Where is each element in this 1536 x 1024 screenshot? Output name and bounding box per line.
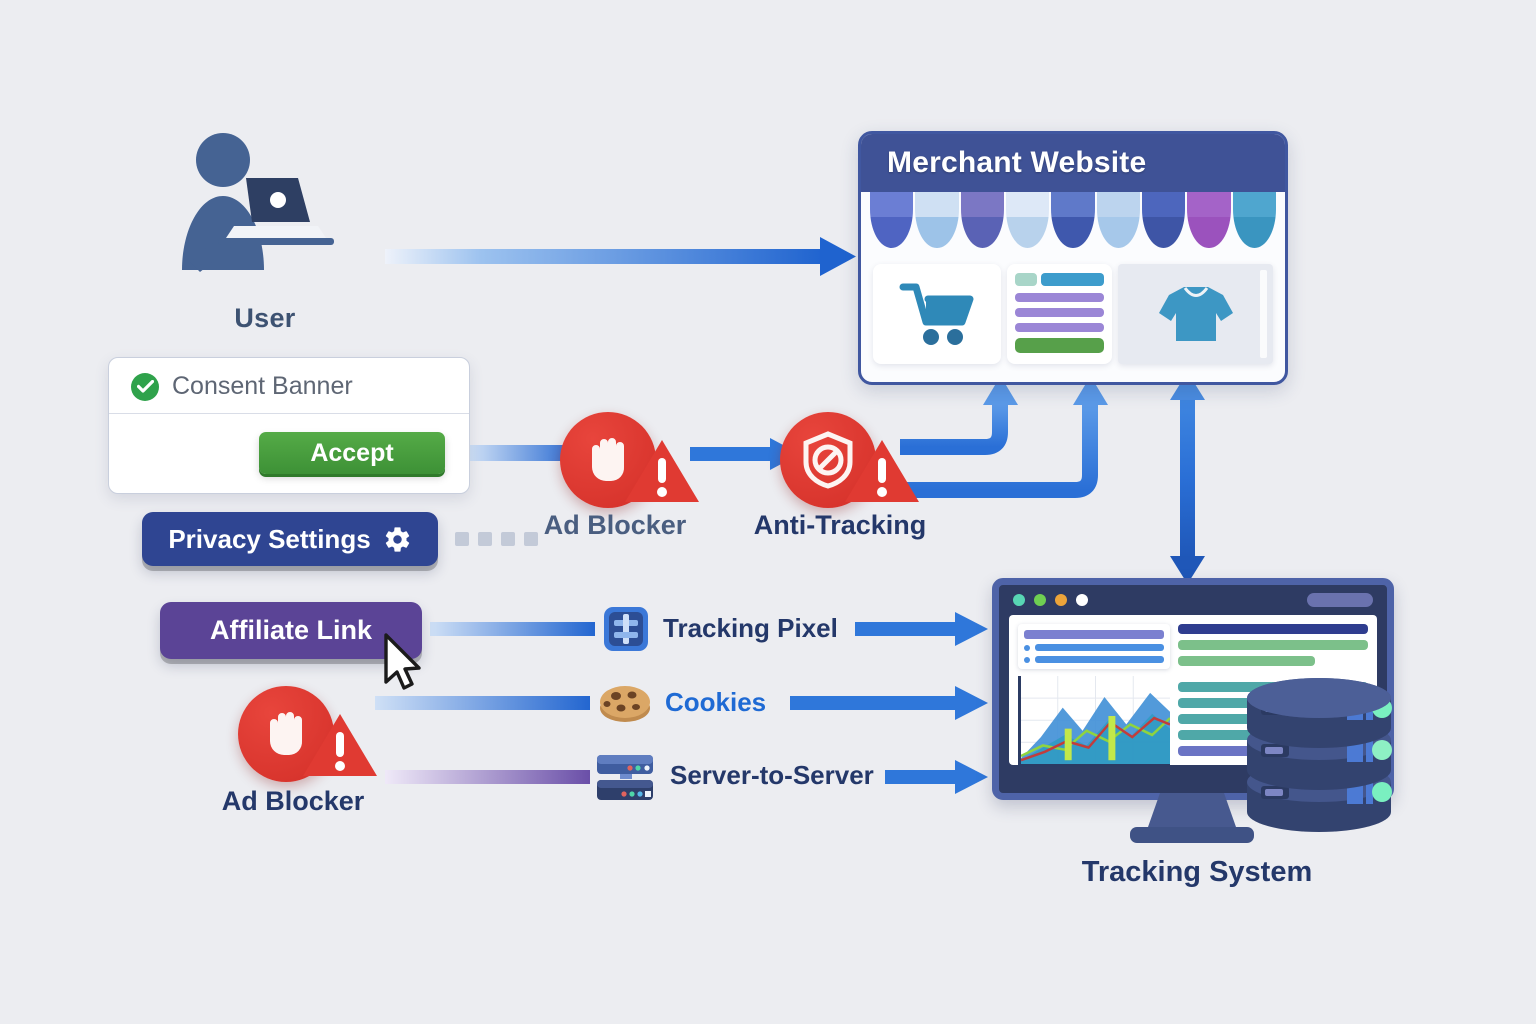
affiliate-link-button[interactable]: Affiliate Link — [160, 602, 422, 659]
listing-title-bar — [1041, 273, 1104, 286]
antitracking-node — [780, 412, 930, 522]
adblocker-bottom-label: Ad Blocker — [221, 786, 365, 816]
cookies-to-tracking-arrow — [790, 686, 988, 720]
listing-line — [1015, 308, 1104, 317]
user-node — [160, 130, 370, 340]
window-dot — [1055, 594, 1067, 606]
monitor-stand — [1130, 793, 1254, 843]
awning-stripe — [1005, 192, 1050, 248]
privacy-settings-label: Privacy Settings — [168, 523, 371, 554]
window-dot — [1034, 594, 1046, 606]
window-dot — [1076, 594, 1088, 606]
storefront-awning — [861, 192, 1285, 248]
server-to-tracking-arrow — [885, 760, 988, 794]
database-stack-icon — [1247, 678, 1392, 832]
shopping-cart-card[interactable] — [873, 264, 1001, 364]
awning-stripe — [960, 192, 1004, 248]
warning-triangle-icon — [303, 714, 377, 776]
privacy-dotted-connector — [455, 532, 538, 546]
awning-stripe — [870, 192, 914, 248]
affiliate-to-pixel-arrow — [430, 622, 595, 636]
warning-triangle-icon — [625, 440, 699, 502]
adblocker-top-node — [560, 412, 710, 522]
awning-stripe — [915, 192, 959, 248]
listing-line — [1015, 323, 1104, 332]
dashboard-left-column — [1018, 624, 1171, 768]
consent-to-adblocker-arrow — [470, 445, 580, 461]
merchant-to-tracking-double-arrow — [1170, 372, 1205, 584]
merchant-header: Merchant Website — [861, 134, 1285, 192]
privacy-settings-button[interactable]: Privacy Settings — [142, 512, 438, 566]
awning-stripe — [1232, 192, 1276, 248]
affiliate-link-label: Affiliate Link — [209, 615, 372, 645]
person-with-laptop-icon — [182, 133, 334, 272]
adblocker-bottom-node — [238, 686, 388, 796]
awning-stripe — [1051, 192, 1095, 248]
cookies-label: Cookies — [665, 687, 767, 717]
server-to-server-label: Server-to-Server — [670, 760, 874, 790]
window-dot — [1013, 594, 1025, 606]
listing-header — [1015, 273, 1104, 286]
adblocker-top-label: Ad Blocker — [543, 510, 687, 540]
mouse-pointer-icon — [384, 633, 421, 690]
pixel-to-tracking-arrow — [855, 612, 988, 646]
user-label: User — [234, 303, 296, 333]
apparel-card[interactable] — [1118, 264, 1273, 364]
shopping-cart-icon — [899, 283, 974, 345]
server-line — [385, 770, 590, 784]
area-chart — [1018, 676, 1171, 768]
tracking-system-node — [992, 578, 1402, 848]
adblocker2-to-cookies-arrow — [375, 696, 590, 710]
apparel-accent-strip — [1260, 270, 1267, 358]
consent-banner-title: Consent Banner — [172, 372, 353, 400]
awning-stripe — [1187, 192, 1231, 248]
antitracking-label: Anti-Tracking — [753, 510, 927, 540]
gear-icon — [385, 526, 409, 552]
lower-elbow-to-merchant — [900, 376, 1108, 498]
pixel-tag-icon — [604, 607, 648, 651]
dashboard-card — [1018, 624, 1170, 669]
warning-triangle-icon — [845, 440, 919, 502]
user-to-merchant-arrow — [385, 237, 856, 276]
listing-cta-button[interactable] — [1015, 338, 1104, 353]
tracking-system-label: Tracking System — [1081, 856, 1313, 888]
merchant-title: Merchant Website — [887, 146, 1147, 179]
merchant-website-panel[interactable]: Merchant Website — [858, 131, 1288, 385]
awning-stripe — [1141, 192, 1186, 248]
awning-stripe — [1096, 192, 1140, 248]
cookie-icon — [600, 686, 650, 722]
check-circle-icon — [131, 372, 159, 401]
consent-banner[interactable]: Consent Banner Accept — [108, 357, 470, 494]
listing-tag — [1015, 273, 1037, 286]
antitracking-to-merchant-elbow — [900, 376, 1018, 455]
toolbar-pill — [1307, 593, 1373, 607]
product-listing-card[interactable] — [1007, 264, 1112, 364]
consent-header: Consent Banner — [109, 358, 469, 414]
tshirt-icon — [1158, 287, 1233, 341]
server-rack-icon — [597, 755, 653, 800]
product-row — [873, 264, 1273, 364]
tracking-pixel-label: Tracking Pixel — [663, 613, 838, 643]
listing-line — [1015, 293, 1104, 302]
accept-button[interactable]: Accept — [259, 432, 445, 474]
monitor-titlebar — [999, 585, 1387, 615]
